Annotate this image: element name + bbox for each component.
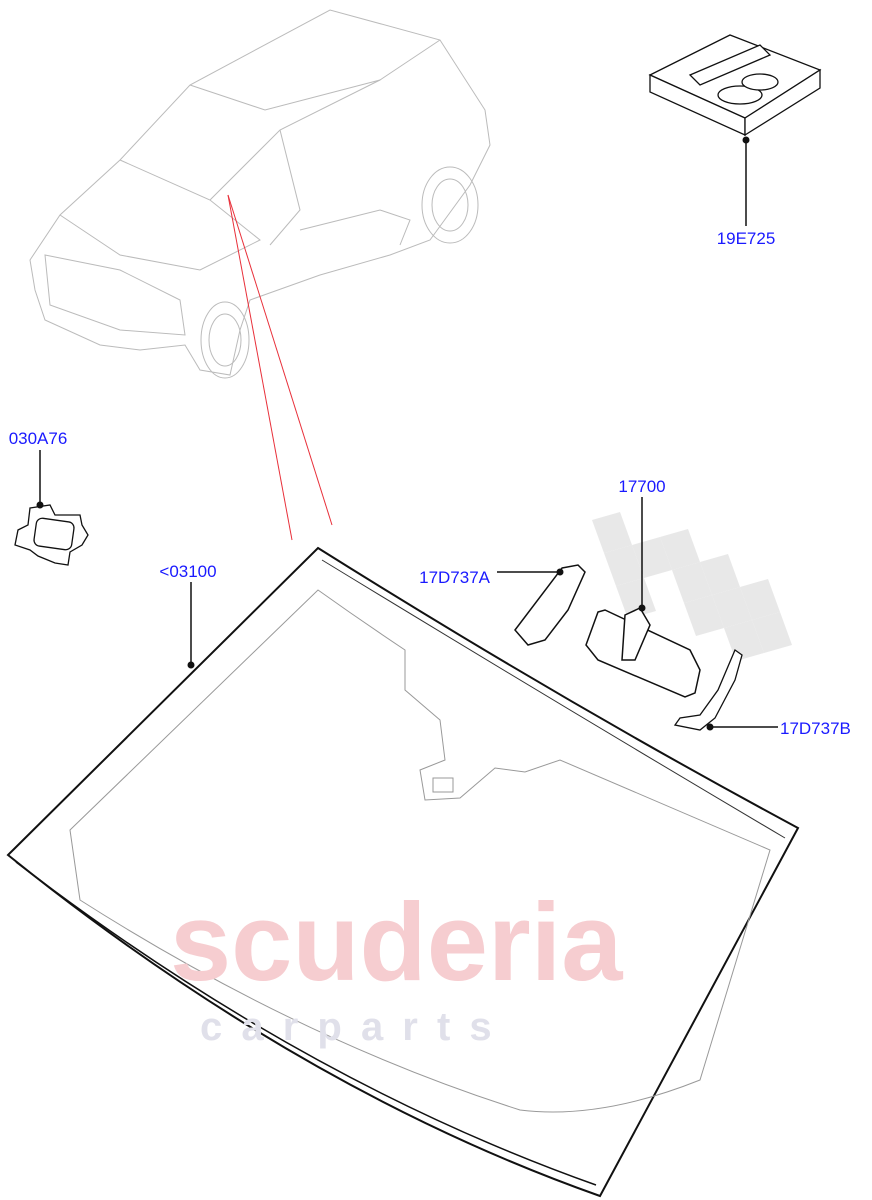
mirror-cover-front-part — [514, 564, 586, 646]
callout-030A76[interactable]: 030A76 — [9, 429, 68, 448]
watermark: scuderia c a r p a r t s — [170, 881, 623, 1049]
callout-17700[interactable]: 17700 — [618, 477, 665, 496]
rear-view-mirror-part — [585, 607, 701, 698]
watermark-sub: c a r p a r t s — [200, 1005, 496, 1049]
callout-17D737B[interactable]: 17D737B — [780, 719, 851, 738]
leader-dots — [36, 136, 750, 731]
callout-03100[interactable]: <03100 — [159, 562, 216, 581]
callout-19E725[interactable]: 19E725 — [717, 229, 776, 248]
callout-17D737A[interactable]: 17D737A — [419, 568, 491, 587]
watermark-brand: scuderia — [170, 881, 623, 1004]
location-indicator-lines — [227, 194, 333, 541]
repair-kit-part — [648, 34, 822, 137]
mirror-cover-rear-part — [673, 649, 743, 731]
vehicle-illustration — [29, 9, 491, 379]
checker-flag-icon — [592, 512, 792, 661]
rain-sensor-part — [14, 504, 89, 566]
windscreen — [6, 546, 800, 1198]
leader-lines — [39, 140, 778, 728]
